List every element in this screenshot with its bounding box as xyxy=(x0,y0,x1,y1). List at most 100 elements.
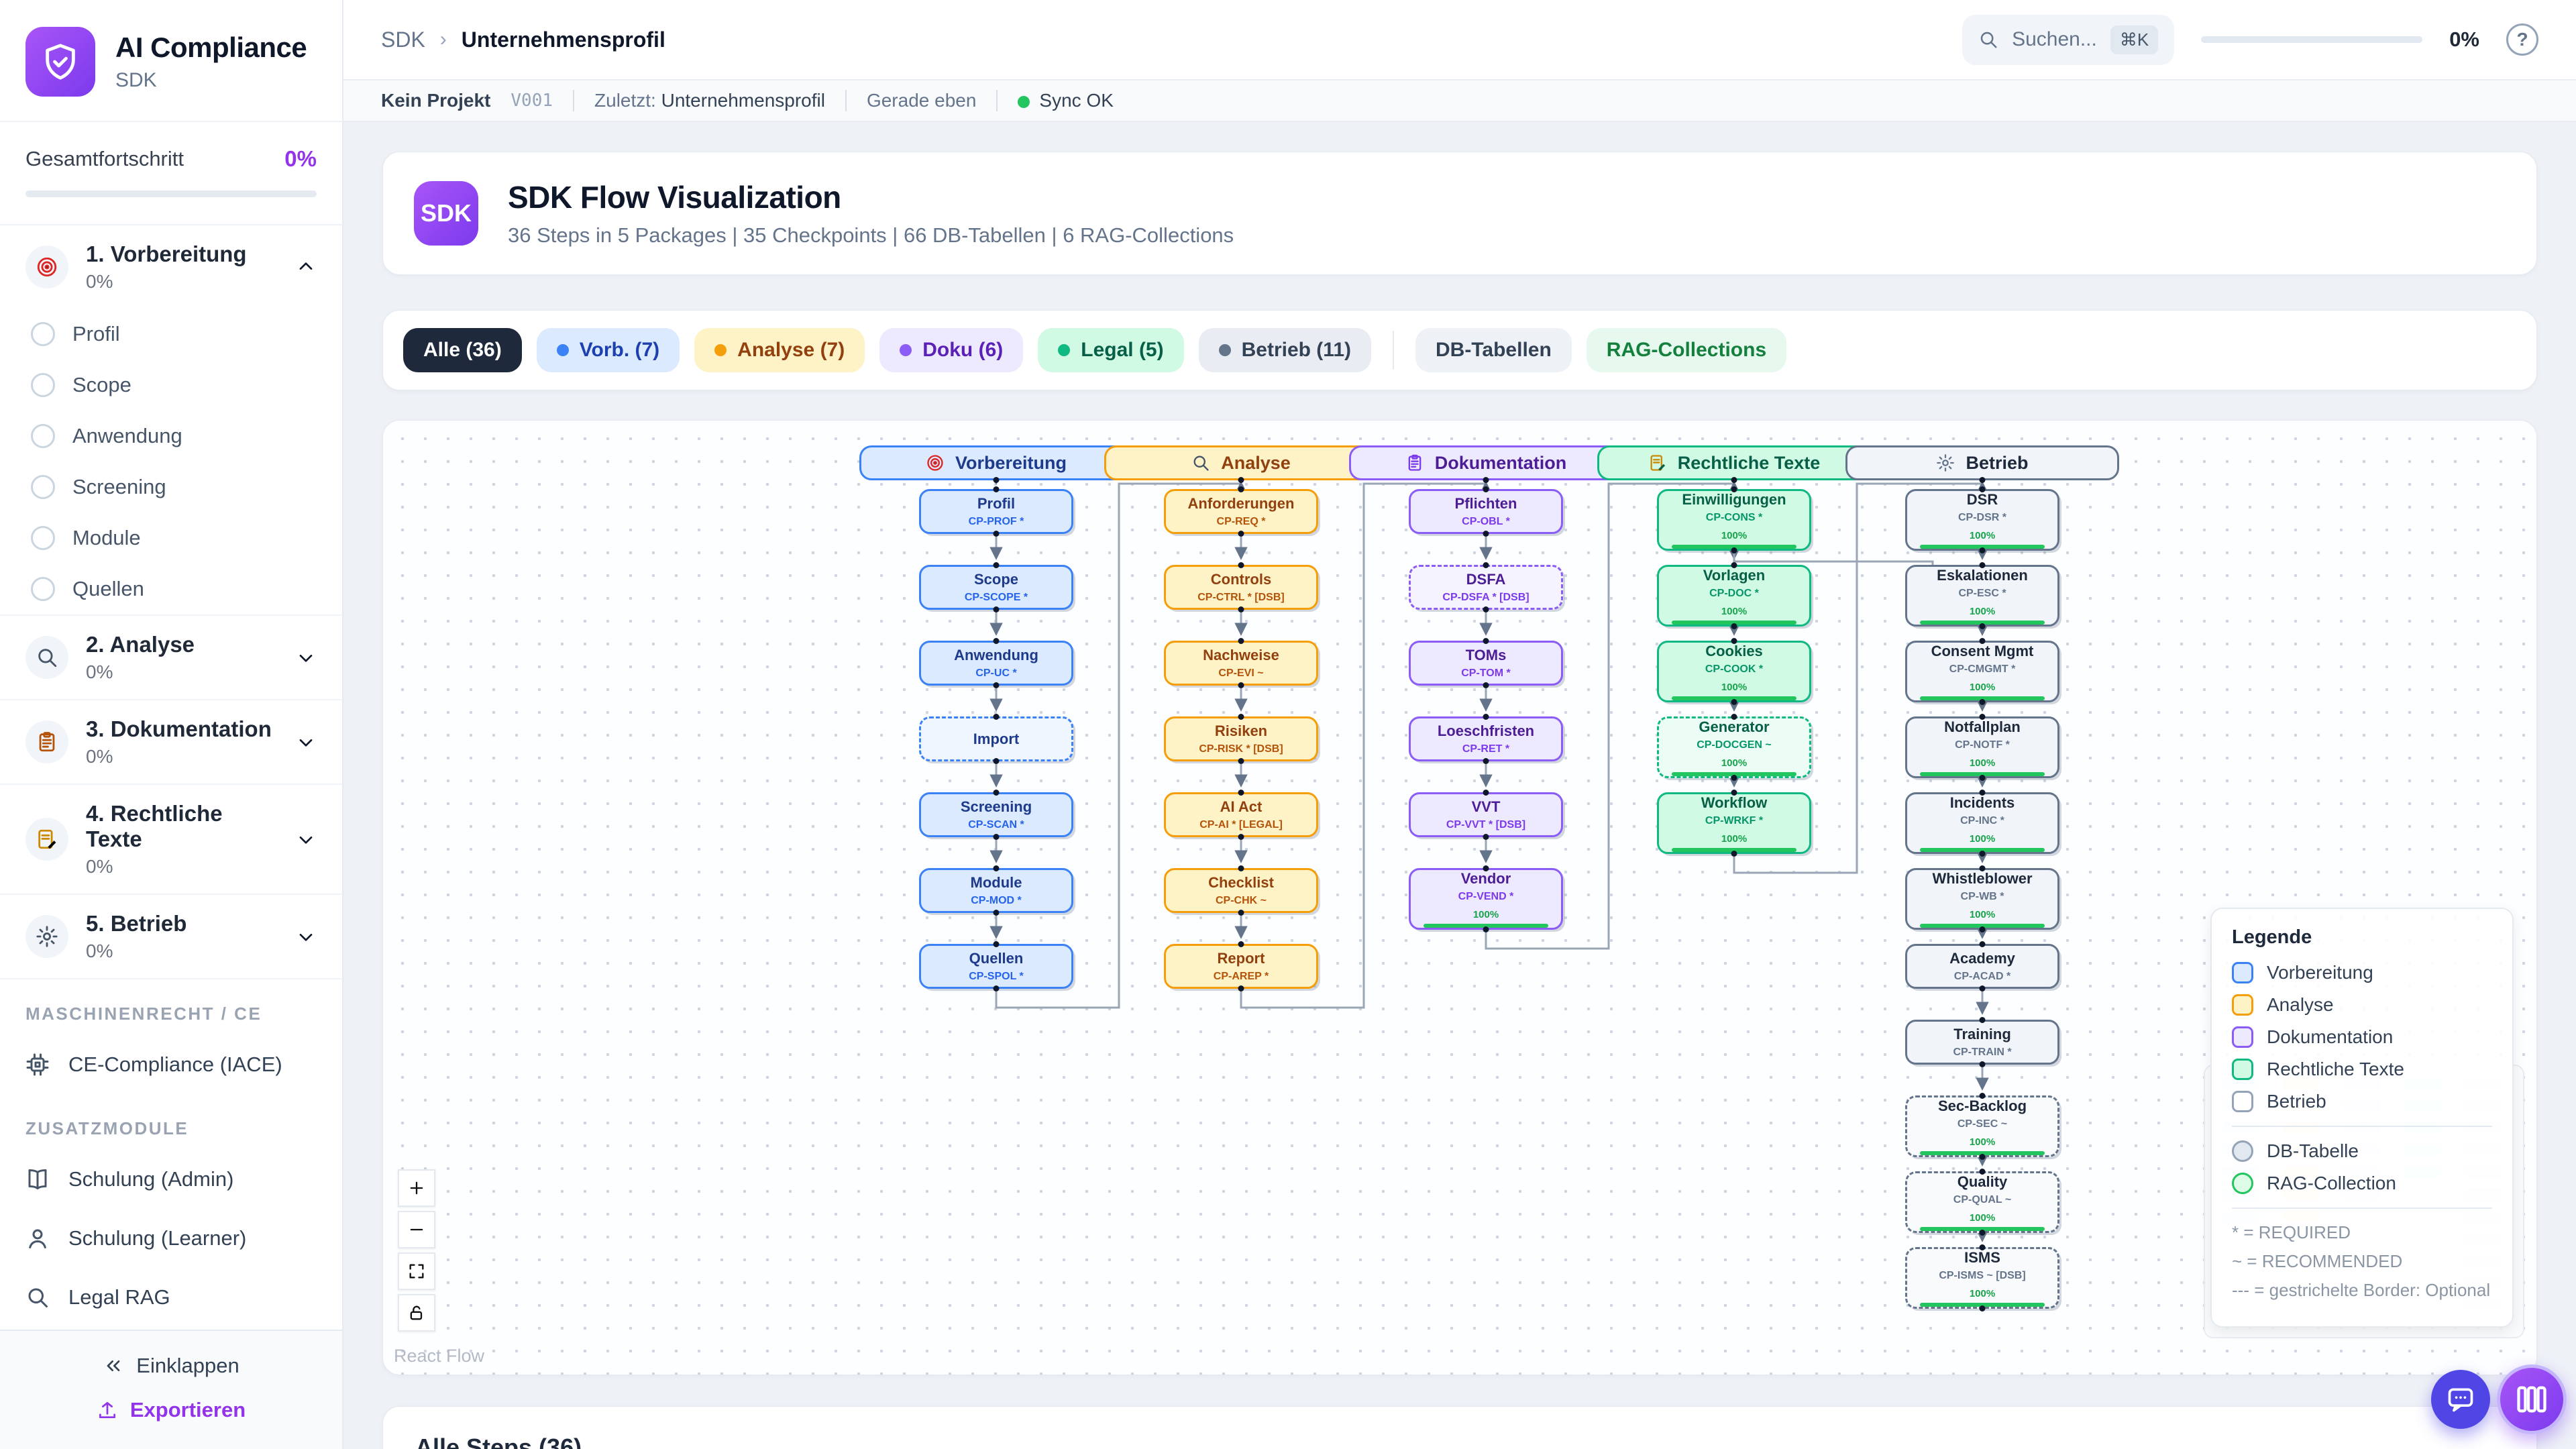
sidebar-step-module[interactable]: Module xyxy=(0,513,342,564)
filter-chip-vorb-7-[interactable]: Vorb. (7) xyxy=(536,328,680,372)
chevron-up-icon[interactable] xyxy=(295,256,317,278)
sidebar-item-legal-rag[interactable]: Legal RAG xyxy=(0,1268,342,1327)
sidebar-item-ce-compliance-iace-[interactable]: CE-Compliance (IACE) xyxy=(0,1035,342,1094)
columns-view-fab-button[interactable] xyxy=(2497,1364,2567,1434)
filter-chip-alle-36-[interactable]: Alle (36) xyxy=(403,328,522,372)
chat-fab-button[interactable] xyxy=(2431,1370,2490,1429)
zoom-out-button[interactable] xyxy=(398,1211,435,1248)
filter-chips-row: Alle (36) Vorb. (7) Analyse (7) Doku (6) Leg… xyxy=(382,310,2537,390)
export-button[interactable]: Exportieren xyxy=(97,1398,246,1422)
fit-view-button[interactable] xyxy=(398,1252,435,1290)
package-header-legal[interactable]: Rechtliche Texte xyxy=(1597,445,1871,480)
filter-chip-rag-collections[interactable]: RAG-Collections xyxy=(1586,328,1787,372)
plus-icon xyxy=(410,1181,423,1195)
package-header-betrieb[interactable]: Betrieb xyxy=(1845,445,2119,480)
chevron-down-icon[interactable] xyxy=(295,926,317,947)
collapse-sidebar-button[interactable]: Einklappen xyxy=(103,1354,239,1378)
sidebar-step-quellen[interactable]: Quellen xyxy=(0,564,342,614)
node-code: CP-MOD * xyxy=(971,895,1022,906)
filter-chip-legal-5-[interactable]: Legal (5) xyxy=(1038,328,1184,372)
legend-label: Betrieb xyxy=(2267,1091,2326,1112)
flow-node-import[interactable]: Import xyxy=(919,716,1073,761)
node-code: CP-OBL * xyxy=(1462,516,1510,527)
chevron-down-icon[interactable] xyxy=(295,731,317,753)
sidebar-item-label: Legal RAG xyxy=(68,1285,170,1309)
chevron-up-icon xyxy=(299,262,313,270)
topbar-progress-bar xyxy=(2201,36,2423,43)
filter-chip-db-tabellen[interactable]: DB-Tabellen xyxy=(1415,328,1572,372)
sidebar-item-schulung-learner-[interactable]: Schulung (Learner) xyxy=(0,1209,342,1268)
sidebar-step-scope[interactable]: Scope xyxy=(0,360,342,411)
node-progress-value: 100% xyxy=(1969,1288,1996,1299)
lock-button[interactable] xyxy=(398,1294,435,1332)
chevron-down-icon[interactable] xyxy=(295,647,317,668)
search-input[interactable]: Suchen... ⌘K xyxy=(1962,14,2175,65)
filter-chip-analyse-7-[interactable]: Analyse (7) xyxy=(694,328,865,372)
sidebar-step-screening[interactable]: Screening xyxy=(0,462,342,513)
filter-chip-betrieb-11-[interactable]: Betrieb (11) xyxy=(1198,328,1371,372)
package-header-doku[interactable]: Dokumentation xyxy=(1349,445,1623,480)
filter-chip-doku-6-[interactable]: Doku (6) xyxy=(879,328,1024,372)
zoom-in-button[interactable] xyxy=(398,1169,435,1207)
breadcrumb-current: Unternehmensprofil xyxy=(461,27,665,52)
cpu-icon xyxy=(26,1053,49,1076)
chip-dot xyxy=(1058,344,1071,356)
legend-item: RAG-Collection xyxy=(2232,1173,2492,1194)
sidebar-item-schulung-admin-[interactable]: Schulung (Admin) xyxy=(0,1150,342,1209)
chevron-down-icon[interactable] xyxy=(295,828,317,850)
help-button[interactable]: ? xyxy=(2506,23,2538,56)
breadcrumb-root[interactable]: SDK xyxy=(381,27,425,52)
chip-dot xyxy=(714,344,727,356)
project-status: Kein Projekt xyxy=(381,90,491,111)
package-header-vorb[interactable]: Vorbereitung xyxy=(859,445,1133,480)
package-header-analyse[interactable]: Analyse xyxy=(1104,445,1378,480)
node-title: Whistleblower xyxy=(1932,870,2033,887)
page-title: SDK Flow Visualization xyxy=(508,180,841,215)
sidebar-step-profil[interactable]: Profil xyxy=(0,309,342,360)
columns-icon xyxy=(2514,1382,2549,1417)
legend-label: DB-Tabelle xyxy=(2267,1140,2359,1161)
sidebar-step-anwendung[interactable]: Anwendung xyxy=(0,411,342,462)
